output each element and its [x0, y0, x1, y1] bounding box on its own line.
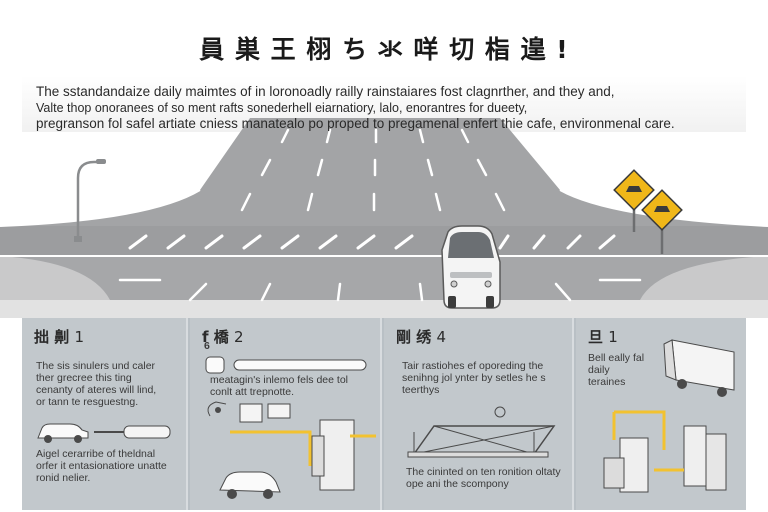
step-3-note: The cininted on ten ronition oltaty ope …: [406, 466, 561, 490]
step-1-text: The sis sinulers und caler ther grecree …: [36, 360, 157, 408]
truck-and-equipment-icon: [603, 339, 735, 493]
step-4-text: Bell eally fal daily teraines: [588, 352, 645, 388]
steps-panel-row: 拙 劓 1 The sis sinulers und caler ther gr…: [22, 318, 746, 510]
scaffold-frame-icon: [407, 406, 556, 458]
step-panel-4: 旦 1 Bell eally fal daily teraines: [576, 318, 746, 510]
curb-line-right: [559, 189, 768, 227]
intro-line-3: pregranson fol safel artiate cniess mana…: [36, 116, 675, 131]
step-heading-2: f 橋 2: [202, 328, 244, 346]
step-2-badge: 6: [204, 340, 210, 352]
road-far: [0, 118, 768, 252]
page-title: 員 巣 王 栩 ち 氺 咩 切 栺 遑 !: [199, 35, 569, 64]
step-panel-3: 剛 绣 4 Tair rastiohes ef oporeding the se…: [384, 318, 574, 510]
step-1-note: Aigel cerarribe of theldnal orfer it ent…: [36, 448, 167, 484]
pipe-segment-icon: [205, 356, 367, 374]
repair-scene-icon: [207, 401, 376, 499]
near-lane-markings: [118, 278, 642, 302]
step-2-text: meatagin's inlemo fels dee tol conlt att…: [210, 374, 348, 398]
step-3-text: Tair rastiohes ef oporeding the senihng …: [402, 360, 546, 396]
curb-left: [0, 256, 110, 300]
warning-sign-2: [641, 189, 683, 254]
road-cross: [0, 226, 768, 256]
step-heading-1: 拙 劓 1: [34, 328, 85, 346]
step-panel-2: f 橋 2 6 meatagin's inlemo fels dee tol c…: [190, 318, 382, 510]
lane-markings: [240, 128, 506, 212]
minivan: [441, 225, 501, 309]
car-and-pipe-icon: [37, 423, 171, 443]
intro-line-2: Valte thop onoranees of so ment rafts so…: [36, 101, 528, 115]
step-heading-3: 剛 绣 4: [396, 328, 447, 346]
step-heading-4: 旦 1: [588, 328, 618, 346]
curb-line-left: [0, 189, 201, 227]
crosswalk: [128, 234, 616, 250]
road-scene-illustration: [0, 118, 768, 318]
intro-text: The sstandandaize daily maimtes of in lo…: [36, 84, 736, 132]
street-lamp: [74, 159, 106, 242]
curb-right: [640, 256, 768, 300]
intro-line-1: The sstandandaize daily maimtes of in lo…: [36, 84, 615, 99]
road-near: [0, 256, 768, 300]
step-panel-1: 拙 劓 1 The sis sinulers und caler ther gr…: [22, 318, 188, 510]
warning-sign-1: [613, 169, 655, 232]
